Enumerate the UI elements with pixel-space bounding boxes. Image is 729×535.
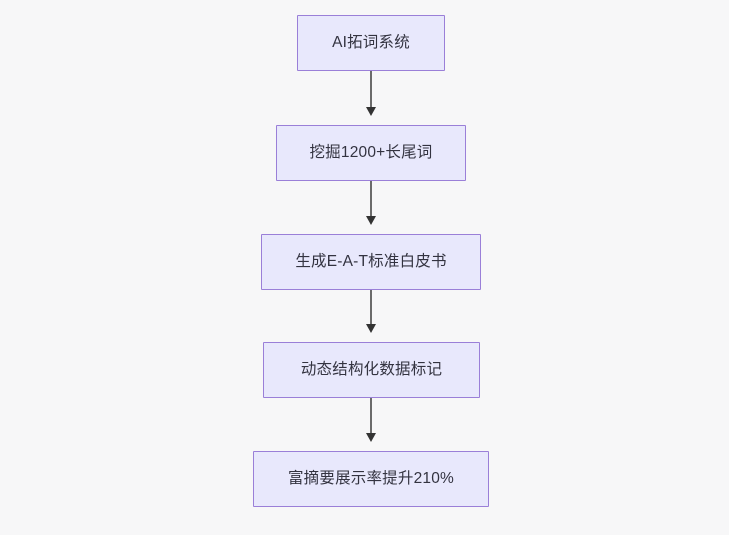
arrowhead-icon — [366, 433, 376, 442]
flow-node-label: 动态结构化数据标记 — [300, 360, 443, 378]
flow-node-label: 生成E-A-T标准白皮书 — [295, 252, 447, 270]
flow-edge-line — [370, 71, 372, 107]
flow-node-n4[interactable]: 动态结构化数据标记 — [263, 342, 480, 398]
arrowhead-icon — [366, 324, 376, 333]
flow-node-n3[interactable]: 生成E-A-T标准白皮书 — [261, 234, 481, 290]
flow-node-n2[interactable]: 挖掘1200+长尾词 — [276, 125, 466, 181]
flow-edge-line — [370, 290, 372, 324]
arrowhead-icon — [366, 216, 376, 225]
flow-edge-line — [370, 398, 372, 433]
flow-node-n1[interactable]: AI拓词系统 — [297, 15, 445, 71]
flow-node-label: 富摘要展示率提升210% — [287, 469, 455, 487]
arrowhead-icon — [366, 107, 376, 116]
flow-node-label: AI拓词系统 — [332, 33, 410, 51]
flow-node-label: 挖掘1200+长尾词 — [309, 143, 433, 161]
flow-node-n5[interactable]: 富摘要展示率提升210% — [253, 451, 489, 507]
flow-edge-line — [370, 181, 372, 216]
